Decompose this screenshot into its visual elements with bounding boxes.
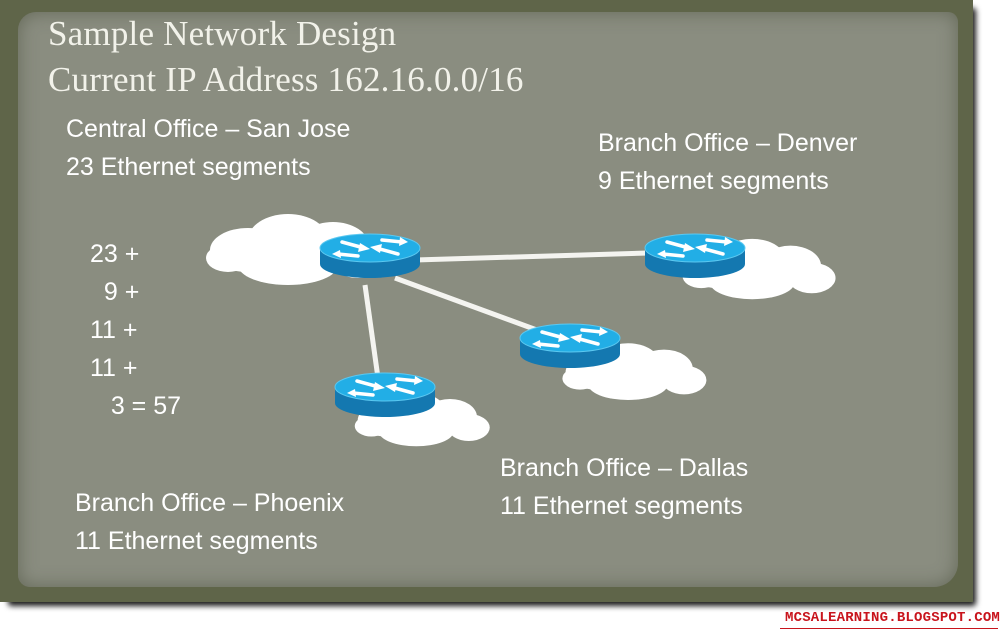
slide-title: Sample Network Design (48, 14, 397, 53)
site-segments-denver: 9 Ethernet segments (598, 167, 829, 195)
router-icon (333, 371, 437, 419)
slide-subtitle: Current IP Address 162.16.0.0/16 (48, 60, 524, 99)
slide-panel (18, 12, 958, 587)
router-icon (518, 322, 622, 370)
site-segments-san-jose: 23 Ethernet segments (66, 153, 311, 181)
network-links (362, 250, 649, 379)
sum-total: 3 = 57 (90, 392, 182, 420)
slide-frame (0, 0, 973, 602)
sum-line-2: 9 + (90, 278, 140, 306)
sum-line-1: 23 + (90, 240, 140, 268)
router-icon (643, 232, 747, 280)
site-name-san-jose: Central Office – San Jose (66, 115, 351, 143)
sum-line-4: 11 + (90, 354, 138, 382)
site-name-dallas: Branch Office – Dallas (500, 454, 749, 482)
router-icon (318, 232, 422, 280)
site-segments-phoenix: 11 Ethernet segments (75, 527, 318, 555)
site-segments-dallas: 11 Ethernet segments (500, 492, 743, 520)
watermark-link[interactable]: MCSALEARNING.BLOGSPOT.COM (785, 610, 1001, 626)
site-name-phoenix: Branch Office – Phoenix (75, 489, 345, 517)
site-name-denver: Branch Office – Denver (598, 129, 858, 157)
sum-line-3: 11 + (90, 316, 138, 344)
watermark-underline (780, 628, 998, 629)
